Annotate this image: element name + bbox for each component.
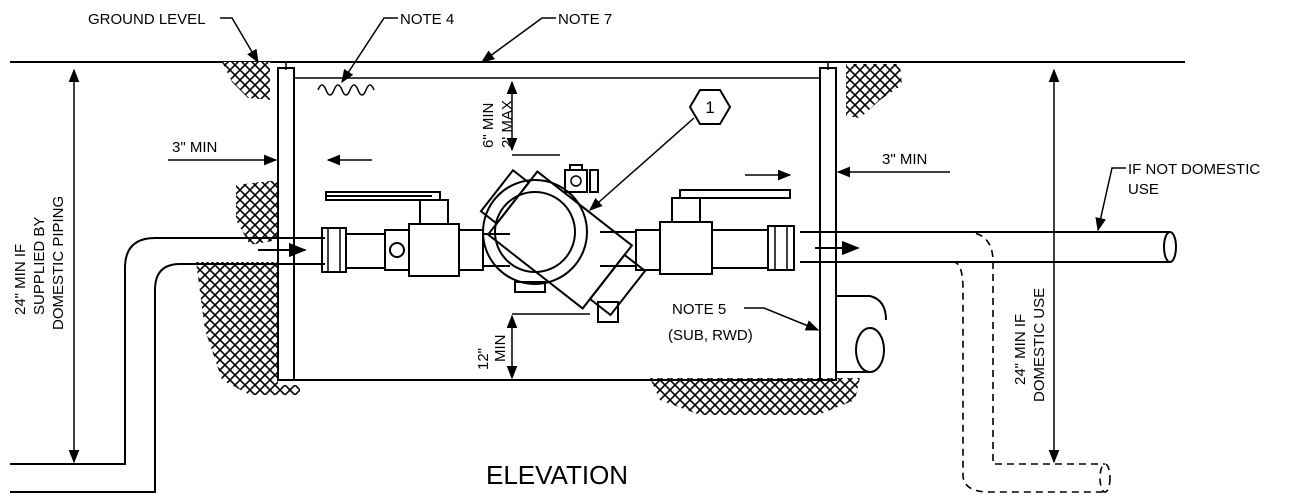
not-domestic-line1: IF NOT DOMESTIC — [1128, 161, 1260, 178]
alternate-dashed-pipe — [940, 231, 1111, 493]
min3-right-label: 3" MIN — [882, 151, 927, 168]
note5-leader — [744, 307, 820, 331]
supply-pipe — [10, 237, 325, 493]
left-dim-line3: DOMESTIC PIPING — [50, 196, 67, 330]
drain-pipe — [836, 295, 887, 373]
right-dim-line1: 24" MIN IF — [1012, 314, 1029, 385]
left-coupling — [321, 227, 347, 273]
soil-hatching — [196, 62, 902, 415]
ground-level-label: GROUND LEVEL — [88, 11, 206, 28]
note7-label: NOTE 7 — [558, 11, 612, 28]
coil-symbol — [317, 84, 375, 96]
callout-1: 1 — [588, 89, 732, 211]
not-domestic-line2: USE — [1128, 181, 1159, 198]
main-pipe — [345, 231, 1177, 269]
min12-label: 12" — [475, 348, 492, 370]
left-dim-line2: SUPPLIED BY — [31, 217, 48, 315]
min3-left-label: 3" MIN — [172, 139, 217, 156]
max2-label: 2' MAX — [499, 100, 516, 148]
note7-leader — [480, 17, 556, 63]
elevation-title: ELEVATION — [486, 460, 628, 490]
right-dim-line2: DOMESTIC USE — [1031, 288, 1048, 402]
min6-label: 6" MIN — [480, 103, 497, 148]
note5-sub-label: (SUB, RWD) — [668, 327, 753, 344]
not-domestic-leader — [1095, 167, 1126, 232]
left-ball-valve — [325, 191, 484, 277]
right-coupling — [767, 225, 795, 271]
note4-leader — [341, 17, 398, 84]
left-dim-line1: 24" MIN IF — [12, 244, 29, 315]
vault — [277, 62, 837, 381]
min12b-label: MIN — [492, 335, 509, 363]
note4-label: NOTE 4 — [400, 11, 454, 28]
callout-number: 1 — [705, 98, 714, 117]
note5-label: NOTE 5 — [672, 301, 726, 318]
backflow-preventer — [479, 164, 647, 323]
ground-level-leader — [220, 17, 259, 64]
right-ball-valve — [635, 189, 791, 275]
